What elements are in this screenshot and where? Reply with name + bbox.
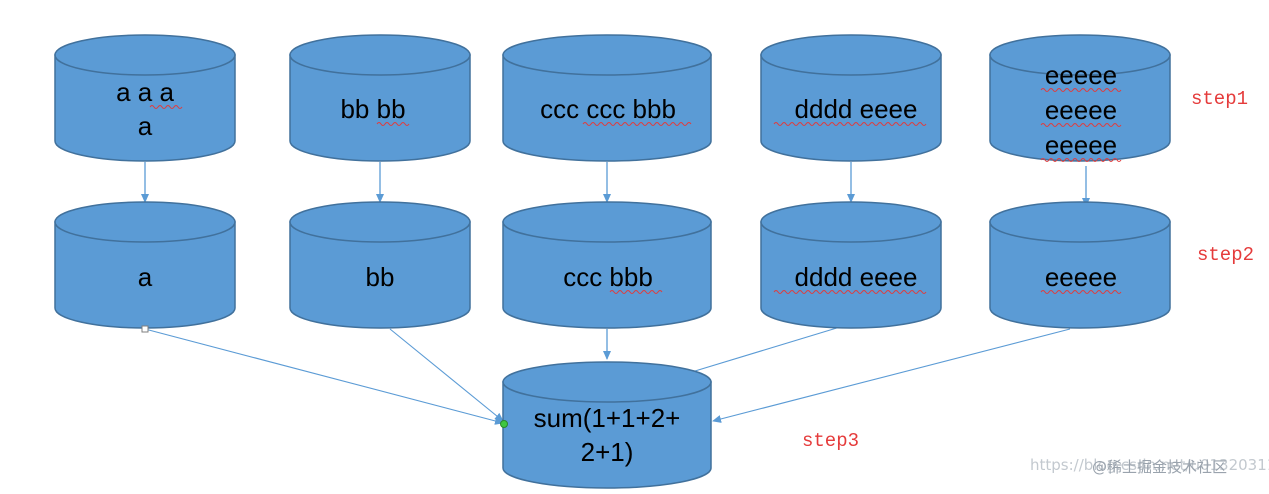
- cylinder-top: [760, 34, 942, 76]
- cylinder-top: [289, 201, 471, 243]
- step3-label: step3: [802, 430, 859, 452]
- cylinder-step2-3: ccc bbb: [502, 201, 712, 329]
- arrow-a-to-sum: [144, 328, 504, 425]
- cylinder-top: [289, 34, 471, 76]
- cylinder-step1-4: dddd eeee: [760, 34, 942, 162]
- cylinder-label-line-1: bb: [366, 262, 395, 292]
- cylinder-body: [289, 221, 471, 329]
- cylinder-label-line-1: a: [138, 262, 153, 292]
- spellcheck-squiggle: [1040, 123, 1122, 127]
- cylinder-top: [989, 34, 1171, 76]
- cylinder-step1-2: bb bb: [289, 34, 471, 162]
- watermark: https://blog.csdn.net/u013203115: [1030, 456, 1269, 474]
- cylinder-step2-1: a: [54, 201, 236, 333]
- spellcheck-squiggle: [1040, 88, 1122, 92]
- cylinder-top: [54, 34, 236, 76]
- cylinder-label-line-1: a a a: [116, 77, 174, 107]
- cylinder-top: [54, 201, 236, 243]
- spellcheck-squiggle: [376, 122, 410, 126]
- cylinder-step2-4: dddd eeee: [760, 201, 942, 329]
- cylinder-top: [502, 361, 712, 403]
- step2-row: a bb ccc bbb dddd eeee eeeee: [54, 201, 1171, 333]
- cylinder-body: [502, 381, 712, 489]
- cylinder-label-line-1: dddd eeee: [795, 262, 918, 292]
- cylinder-top: [502, 201, 712, 243]
- connection-point[interactable]: [500, 420, 508, 428]
- cylinder-top: [760, 201, 942, 243]
- cylinder-step2-5: eeeee: [989, 201, 1171, 329]
- cylinder-step2-2: bb: [289, 201, 471, 329]
- cylinder-step1-3: ccc ccc bbb: [502, 34, 712, 162]
- cylinder-step1-5: eeeee eeeee eeeee: [989, 34, 1171, 162]
- cylinder-top: [502, 34, 712, 76]
- cylinder-top: [989, 201, 1171, 243]
- spellcheck-squiggle: [773, 290, 927, 294]
- cylinder-body: [760, 54, 942, 162]
- cylinder-step3-sum: sum(1+1+2+ 2+1): [502, 361, 712, 489]
- arrow-bb-to-sum: [389, 328, 504, 422]
- cylinder-label-line-1: ccc bbb: [563, 262, 653, 292]
- cylinder-body: [54, 54, 236, 162]
- cylinder-label-line-2: eeeee: [1045, 95, 1117, 125]
- step1-row: a a a a bb bb ccc ccc bbb dddd eeee eeee…: [54, 34, 1171, 162]
- cylinder-body: [289, 54, 471, 162]
- cylinder-label-line-1: bb bb: [340, 94, 405, 124]
- cylinder-body: [502, 54, 712, 162]
- arrow-dddd-to-sum: [694, 326, 841, 372]
- cylinder-label-line-1: sum(1+1+2+: [534, 403, 681, 433]
- watermark-community-wrap: @稀土掘金技术社区: [1092, 456, 1227, 477]
- spellcheck-squiggle: [773, 122, 927, 126]
- step2-label: step2: [1197, 244, 1254, 266]
- spellcheck-squiggle: [1040, 290, 1122, 294]
- cylinder-body: [502, 221, 712, 329]
- cylinder-label-line-3: eeeee: [1045, 130, 1117, 160]
- cylinder-label-line-1: dddd eeee: [795, 94, 918, 124]
- selection-handle[interactable]: [141, 325, 149, 333]
- cylinder-body: [989, 221, 1171, 329]
- step1-label: step1: [1191, 88, 1248, 110]
- watermark-url: https://blog.csdn.net/u013203115: [1030, 456, 1269, 474]
- cylinder-step1-1: a a a a: [54, 34, 236, 162]
- cylinder-label-line-1: eeeee: [1045, 262, 1117, 292]
- step2-to-step3-arrows: [144, 326, 1071, 425]
- spellcheck-squiggle: [149, 105, 183, 109]
- spellcheck-squiggle: [1040, 158, 1122, 162]
- arrow-eeeee-to-sum: [712, 328, 1071, 423]
- step1-to-step2-arrows: [141, 162, 1090, 207]
- cylinder-body: [760, 221, 942, 329]
- watermark-community: @稀土掘金技术社区: [1092, 458, 1228, 476]
- cylinder-label-line-2: a: [138, 111, 153, 141]
- spellcheck-squiggle: [582, 122, 692, 126]
- cylinder-label-line-1: ccc ccc bbb: [540, 94, 676, 124]
- cylinder-label-line-2: 2+1): [581, 437, 634, 467]
- spellcheck-squiggle: [609, 290, 663, 294]
- cylinder-body: [989, 54, 1171, 162]
- cylinder-body: [54, 221, 236, 329]
- cylinder-label-line-1: eeeee: [1045, 60, 1117, 90]
